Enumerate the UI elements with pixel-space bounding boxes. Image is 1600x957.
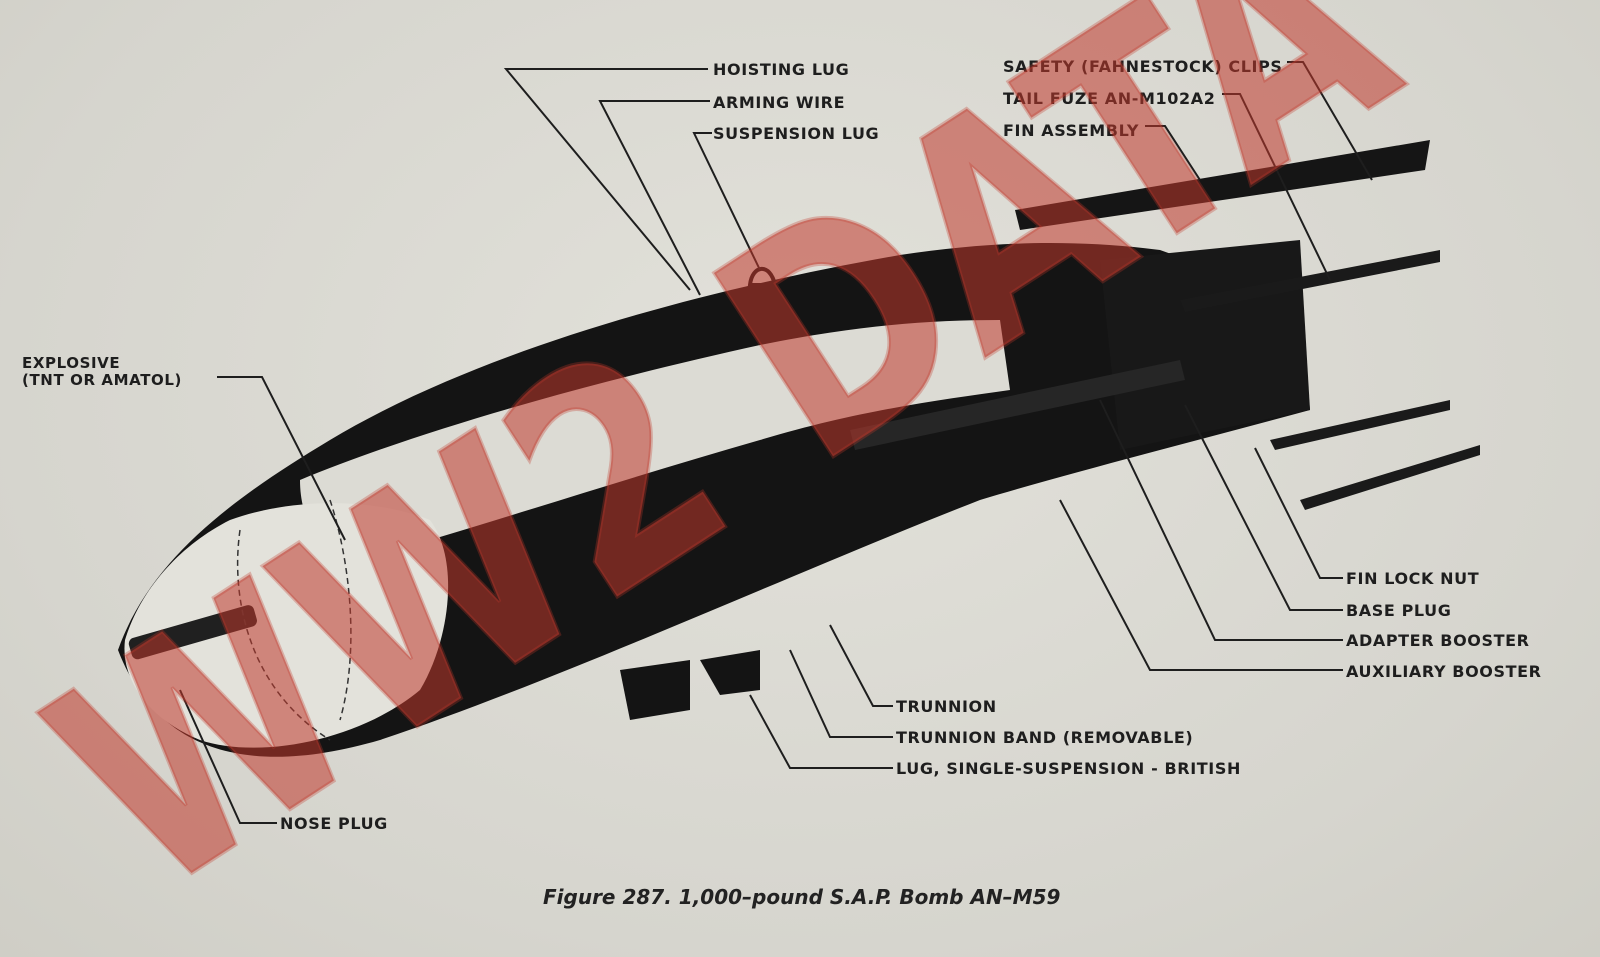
bomb-nose-cutaway [124,503,449,748]
leader-auxiliary-booster [1059,499,1343,671]
label-trunnion-band: TRUNNION BAND (REMOVABLE) [896,728,1194,747]
fin-bar-bottom [1300,445,1480,510]
fin-bar-low [1270,400,1450,450]
leader-tail-fuze [1222,93,1331,281]
leader-explosive [217,376,346,541]
leader-nose-plug [179,689,277,824]
label-adapter-booster: ADAPTER BOOSTER [1346,631,1530,650]
label-lug-single-suspension: LUG, SINGLE-SUSPENSION - BRITISH [896,759,1241,778]
lug-bottom-1 [620,660,690,720]
fin-bar-mid [1180,250,1440,312]
leader-arming-wire [598,100,710,296]
leader-base-plug [1184,404,1343,611]
leader-adapter-booster [1099,399,1343,641]
fin-bar-top [1015,140,1430,230]
leader-fin-assembly [1145,125,1201,181]
leader-lug-single [749,694,893,769]
label-fin-lock-nut: FIN LOCK NUT [1346,569,1480,588]
label-fin-assembly: FIN ASSEMBLY [1003,121,1140,140]
label-nose-plug: NOSE PLUG [280,814,388,833]
figure-caption: Figure 287. 1,000–pound S.A.P. Bomb AN–M… [543,885,1061,909]
watermark-text: WW2 DATA [0,0,1450,957]
label-auxiliary-booster: AUXILIARY BOOSTER [1346,662,1542,681]
leader-fin-lock-nut [1254,447,1343,579]
leader-trunnion [829,624,893,707]
charge-outline [236,529,331,741]
nose-plug-shape [128,605,257,660]
leader-trunnion-band [789,649,893,738]
label-explosive-line1: EXPLOSIVE [22,354,121,372]
leader-lines [179,61,1373,824]
leader-suspension-lug [692,132,761,271]
lug-bottom-2 [700,650,760,695]
label-trunnion: TRUNNION [896,697,997,716]
label-tail-fuze: TAIL FUZE AN-M102A2 [1003,89,1216,108]
leader-safety-clips [1287,61,1373,181]
label-suspension-lug: SUSPENSION LUG [713,124,880,143]
label-safety-clips: SAFETY (FAHNESTOCK) CLIPS [1003,57,1283,76]
bomb-cutaway-band [300,320,1010,560]
label-hoisting-lug: HOISTING LUG [713,60,850,79]
label-base-plug: BASE PLUG [1346,601,1452,620]
label-arming-wire: ARMING WIRE [713,93,846,112]
booster-tube [850,360,1185,450]
lug-top [747,266,778,287]
leader-hoisting-lug [503,68,708,291]
label-explosive-line2: (TNT OR AMATOL) [22,371,182,389]
